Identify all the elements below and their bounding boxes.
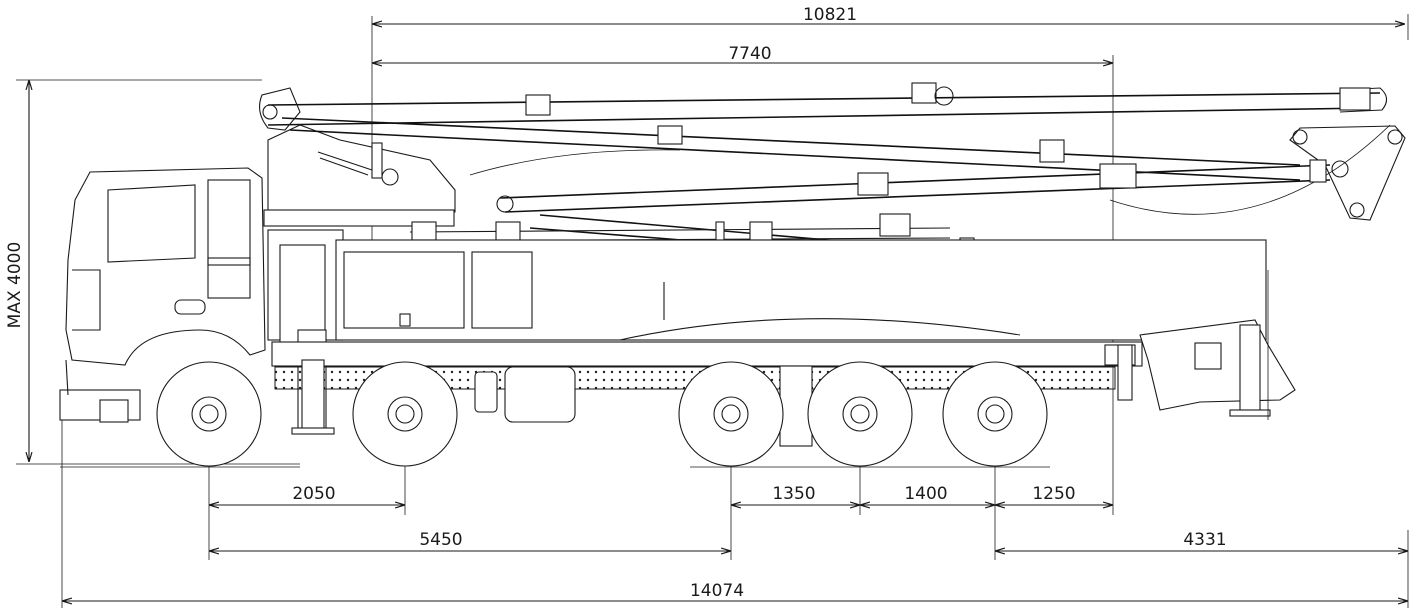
dim-axle-4-5: 1400 <box>904 484 947 504</box>
truck-cab <box>59 167 266 423</box>
dim-total-length: 14074 <box>690 581 744 601</box>
front-outrigger <box>301 359 325 431</box>
boom-assembly <box>259 82 1406 279</box>
wheel-1 <box>156 361 262 467</box>
wheel-3 <box>678 361 784 467</box>
wheel-4 <box>807 361 913 467</box>
dim-top-total: 10821 <box>803 5 857 25</box>
wheels <box>156 361 1048 467</box>
wheel-5 <box>942 361 1048 467</box>
wheel-2 <box>352 361 458 467</box>
dimension-lines <box>16 14 1409 608</box>
dim-rear-to-end: 4331 <box>1183 530 1226 550</box>
dim-height: MAX 4000 <box>5 242 25 329</box>
dim-axle-1-2: 2050 <box>292 484 335 504</box>
dim-axle-5-rear: 1250 <box>1032 484 1075 504</box>
dim-boom-reach: 7740 <box>728 44 771 64</box>
dim-front-axle-to-3: 5450 <box>419 530 462 550</box>
dim-axle-3-4: 1350 <box>772 484 815 504</box>
rear-hopper <box>1139 270 1296 420</box>
